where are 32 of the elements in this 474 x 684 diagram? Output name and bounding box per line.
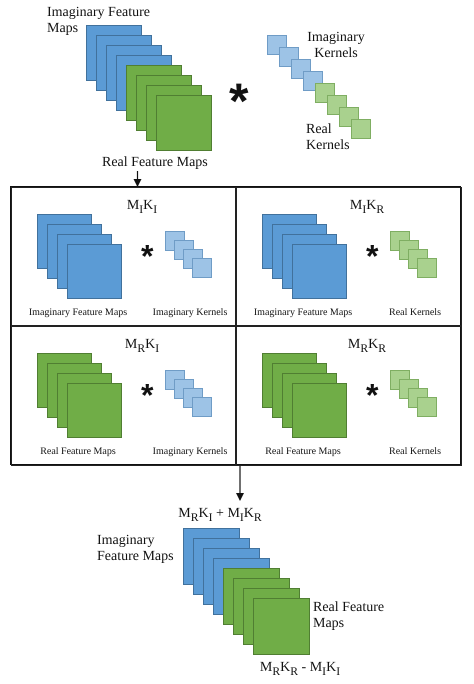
stack-label: Imaginary Feature Maps (47, 5, 152, 37)
stack-label: Real Feature Maps (102, 155, 209, 171)
cell-title: M$_{I}$K$_{R}$ (348, 198, 386, 218)
stack-label: Imaginary Feature Maps (28, 307, 128, 319)
cell-title: M$_{R}$K$_{I}$ (124, 337, 160, 357)
stack-label: Imaginary Feature Maps (97, 533, 175, 565)
arrow (236, 465, 244, 501)
convolution-symbol: * (366, 240, 378, 272)
stack-label: Real Kernels (306, 122, 351, 154)
stack-label: Imaginary Kernels (152, 446, 228, 458)
grid-cell (11, 187, 236, 326)
stack-label: Real Feature Maps (39, 446, 117, 458)
stack-label: Real Kernels (388, 307, 442, 319)
stack-label: Imaginary Kernels (306, 30, 366, 62)
convolution-symbol: * (141, 379, 154, 411)
cell-title: M$_{I}$K$_{I}$ (126, 198, 158, 218)
stack-label: Imaginary Kernels (152, 307, 228, 319)
arrow (134, 171, 142, 187)
formula-label: M$_{R}$K$_{R}$ - M$_{I}$K$_{I}$ (258, 660, 342, 680)
convolution-symbol: * (229, 76, 248, 126)
grid-cell (236, 187, 462, 326)
stack-label: Real Feature Maps (313, 600, 385, 632)
convolution-symbol: * (141, 240, 154, 272)
convolution-symbol: * (366, 379, 378, 411)
grid-cell (11, 326, 236, 466)
stack-label: Imaginary Feature Maps (252, 307, 354, 319)
formula-label: M$_{R}$K$_{I}$ + M$_{I}$K$_{R}$ (177, 506, 263, 526)
cell-title: M$_{R}$K$_{R}$ (346, 337, 388, 357)
stack-label: Real Kernels (388, 446, 442, 458)
stack-label: Real Feature Maps (264, 446, 342, 458)
grid-cell (236, 326, 462, 466)
grid-frame (10, 186, 461, 465)
